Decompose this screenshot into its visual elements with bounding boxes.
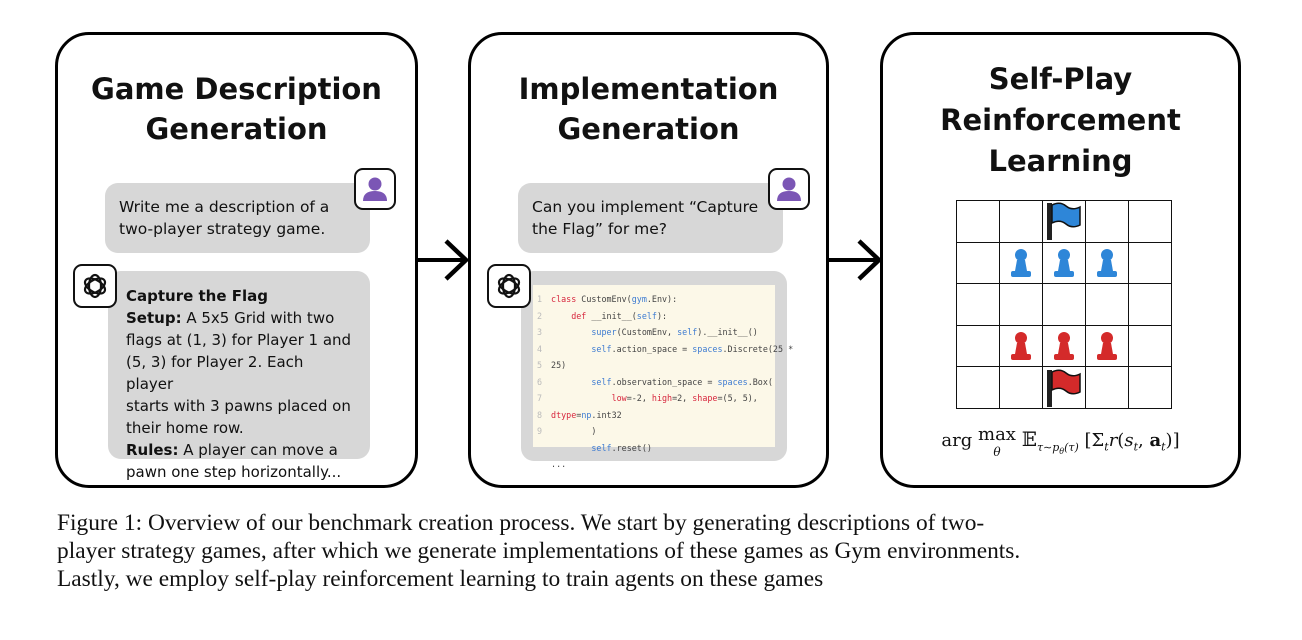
arrow-right-icon (829, 239, 883, 281)
board-cell (1043, 367, 1086, 409)
board-cell (957, 325, 1000, 368)
openai-logo-icon (487, 264, 531, 308)
board-cell (957, 201, 1000, 243)
user-avatar-icon (354, 168, 396, 210)
board-cell (1000, 325, 1043, 368)
arrow-right-icon (418, 239, 470, 281)
game-board (956, 200, 1172, 409)
user-prompt-bubble: Can you implement “Capture the Flag” for… (518, 183, 783, 253)
code-line: 7 low=-2, high=2, shape=(5, 5), (537, 393, 758, 403)
board-cell (957, 242, 1000, 285)
code-line: 9 ) (537, 426, 597, 436)
assistant-answer-bubble: Capture the Flag Setup: A 5x5 Grid with … (108, 271, 370, 481)
code-line: 2 def __init__(self): (537, 310, 668, 321)
code-line: ... (546, 459, 567, 469)
board-cell (1086, 325, 1129, 368)
board-cell (1086, 367, 1129, 409)
board-cell (957, 367, 1000, 409)
board-cell (1043, 201, 1086, 243)
rules-text: Rules: A player can move a (126, 441, 338, 459)
board-cell (1129, 201, 1172, 243)
board-cell (1129, 367, 1172, 409)
board-cell (957, 284, 1000, 326)
board-cell (1043, 242, 1086, 285)
pawn-icon (1008, 247, 1034, 279)
board-cell (1000, 242, 1043, 285)
flag-icon (1044, 201, 1084, 241)
flag-icon (1044, 368, 1084, 408)
board-cell (1000, 201, 1043, 243)
board-cell (1129, 325, 1172, 368)
self-play-panel: Self-Play Reinforcement Learning arg max… (880, 32, 1241, 488)
pawn-icon (1051, 247, 1077, 279)
board-cell (1043, 284, 1086, 326)
code-block: 1 class CustomEnv(gym.Env): 2 def __init_… (533, 285, 794, 469)
panel-title: Implementation Generation (518, 72, 779, 146)
code-line: 8 dtype=np.int32 (537, 409, 622, 420)
pawn-icon (1094, 247, 1120, 279)
panel-title: Self-Play Reinforcement Learning (940, 62, 1181, 178)
code-line: self.reset() (591, 442, 652, 453)
assistant-code-bubble: 1 class CustomEnv(gym.Env): 2 def __init_… (521, 271, 794, 469)
openai-logo-icon (73, 264, 117, 308)
code-line: 6 self.observation_space = spaces.Box( (537, 376, 773, 387)
pawn-icon (1094, 330, 1120, 362)
game-description-panel: Game Description Generation Write me a d… (55, 32, 418, 488)
board-cell (1000, 367, 1043, 409)
board-cell (1043, 325, 1086, 368)
code-line: 4 self.action_space = spaces.Discrete(25… (537, 343, 794, 354)
code-line: 1 class CustomEnv(gym.Env): (537, 294, 678, 304)
code-line: 5 25) (537, 360, 567, 370)
board-cell (1086, 242, 1129, 285)
board-cell (1086, 284, 1129, 326)
pawn-icon (1008, 330, 1034, 362)
figure-caption: Figure 1: Overview of our benchmark crea… (57, 510, 1021, 592)
board-cell (1129, 242, 1172, 285)
board-cell (1000, 284, 1043, 326)
answer-title: Capture the Flag (126, 287, 269, 305)
panel-title: Game Description Generation (91, 72, 382, 146)
board-cell (1129, 284, 1172, 326)
user-prompt-bubble: Write me a description of a two-player s… (105, 183, 370, 253)
setup-text: Setup: A 5x5 Grid with two (126, 309, 335, 327)
pawn-icon (1051, 330, 1077, 362)
code-line: 3 super(CustomEnv, self).__init__() (537, 327, 758, 337)
user-avatar-icon (768, 168, 810, 210)
implementation-panel: Implementation Generation Can you implem… (468, 32, 829, 488)
board-cell (1086, 201, 1129, 243)
